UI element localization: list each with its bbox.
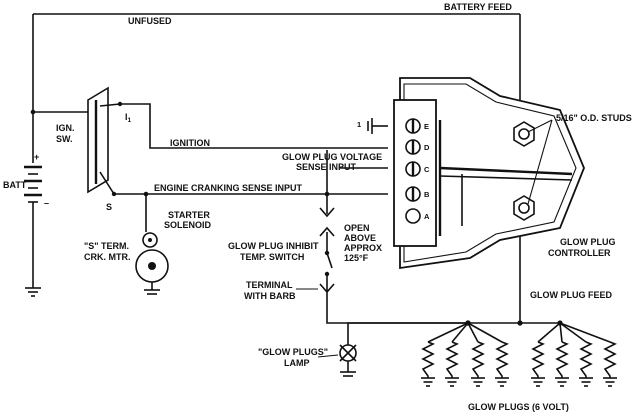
ign-sw-label-2: SW. — [56, 134, 73, 144]
controller-pin-c — [405, 161, 421, 177]
glow-voltage-label-1: GLOW PLUG VOLTAGE — [282, 152, 382, 162]
inhibit-label-1: GLOW PLUG INHIBIT — [228, 241, 319, 251]
open-label-2: ABOVE — [344, 233, 376, 243]
pin-e-ground-icon — [367, 118, 388, 134]
glow-plugs-label: GLOW PLUGS (6 VOLT) — [468, 402, 569, 412]
ign-feed-junction — [30, 109, 36, 115]
glow-plug-controller — [393, 77, 585, 270]
stud-bottom — [513, 195, 535, 221]
battery-symbol: + – — [24, 152, 49, 208]
terminal-label-2: WITH BARB — [244, 291, 296, 301]
ign-sw-label-1: IGN. — [56, 123, 75, 133]
glow-plug-5 — [531, 322, 561, 387]
inhibit-label-2: TEMP. SWITCH — [240, 252, 304, 262]
ignition-label: IGNITION — [170, 138, 210, 148]
lamp-leader — [317, 354, 339, 358]
open-label-1: OPEN — [344, 223, 370, 233]
open-label-3: APPROX — [344, 243, 382, 253]
engine-cranking-label: ENGINE CRANKING SENSE INPUT — [154, 183, 303, 193]
ignition-wire — [120, 103, 388, 149]
glow-plug-7 — [559, 322, 593, 387]
feed-junction-right — [517, 320, 523, 326]
glow-plug-8 — [559, 322, 617, 387]
glow-feed-label: GLOW PLUG FEED — [530, 290, 612, 300]
lamp-label-2: LAMP — [284, 358, 310, 368]
studs-leader-top — [527, 119, 553, 133]
i1-label: I1 — [125, 112, 132, 124]
pin-e-label: E — [424, 122, 429, 131]
glow-plug-4 — [467, 322, 509, 387]
glow-plug-2 — [445, 322, 469, 387]
battery-minus: – — [44, 198, 49, 208]
pin-c-label: C — [424, 165, 430, 174]
controller-pin-d — [405, 139, 421, 155]
starter-solenoid — [142, 232, 158, 248]
cranking-junction — [324, 191, 330, 197]
s-term-label-2: CRK. MTR. — [84, 252, 131, 262]
inhibit-temp-switch — [319, 207, 335, 294]
s-term-label-1: "S" TERM. — [84, 241, 129, 251]
battery-ground-icon — [25, 287, 41, 297]
controller-label-2: CONTROLLER — [548, 248, 611, 258]
pin-b-label: B — [424, 190, 430, 199]
s-terminal-label: S — [106, 202, 112, 212]
cranking-motor — [135, 249, 169, 295]
glow-plug-3 — [467, 322, 485, 387]
pin-a-label: A — [424, 212, 430, 221]
starter-junction — [143, 191, 149, 197]
lamp-wire — [347, 322, 468, 345]
ground-one-label: 1 — [357, 120, 361, 129]
stud-top — [513, 121, 535, 147]
starter-label-1: STARTER — [168, 210, 210, 220]
controller-label-1: GLOW PLUG — [560, 237, 616, 247]
glow-plugs — [421, 320, 617, 387]
controller-pin-a — [405, 208, 421, 224]
glow-plug-1 — [421, 322, 469, 387]
starter-label-2: SOLENOID — [164, 220, 212, 230]
studs-leader-bottom — [527, 119, 553, 205]
ignition-switch — [87, 86, 123, 197]
glow-voltage-label-2: SENSE INPUT — [296, 162, 357, 172]
controller-pin-e — [405, 118, 421, 134]
feed-junction-left — [465, 320, 471, 326]
unfused-label: UNFUSED — [128, 16, 172, 26]
battery-plus: + — [34, 152, 39, 162]
glow-plugs-lamp — [339, 344, 357, 377]
open-label-4: 125°F — [344, 253, 369, 263]
lamp-label-1: "GLOW PLUGS" — [258, 347, 328, 357]
terminal-label-1: TERMINAL — [246, 280, 293, 290]
wiring — [32, 13, 521, 345]
batt-label: BATT — [3, 180, 27, 190]
glow-feed-bus-wire — [326, 274, 468, 324]
studs-label: 5/16" O.D. STUDS — [556, 113, 632, 123]
battery-feed-label: BATTERY FEED — [444, 2, 512, 12]
controller-pin-b — [405, 186, 421, 202]
pin-d-label: D — [424, 143, 430, 152]
glow-plug-6 — [555, 322, 569, 387]
